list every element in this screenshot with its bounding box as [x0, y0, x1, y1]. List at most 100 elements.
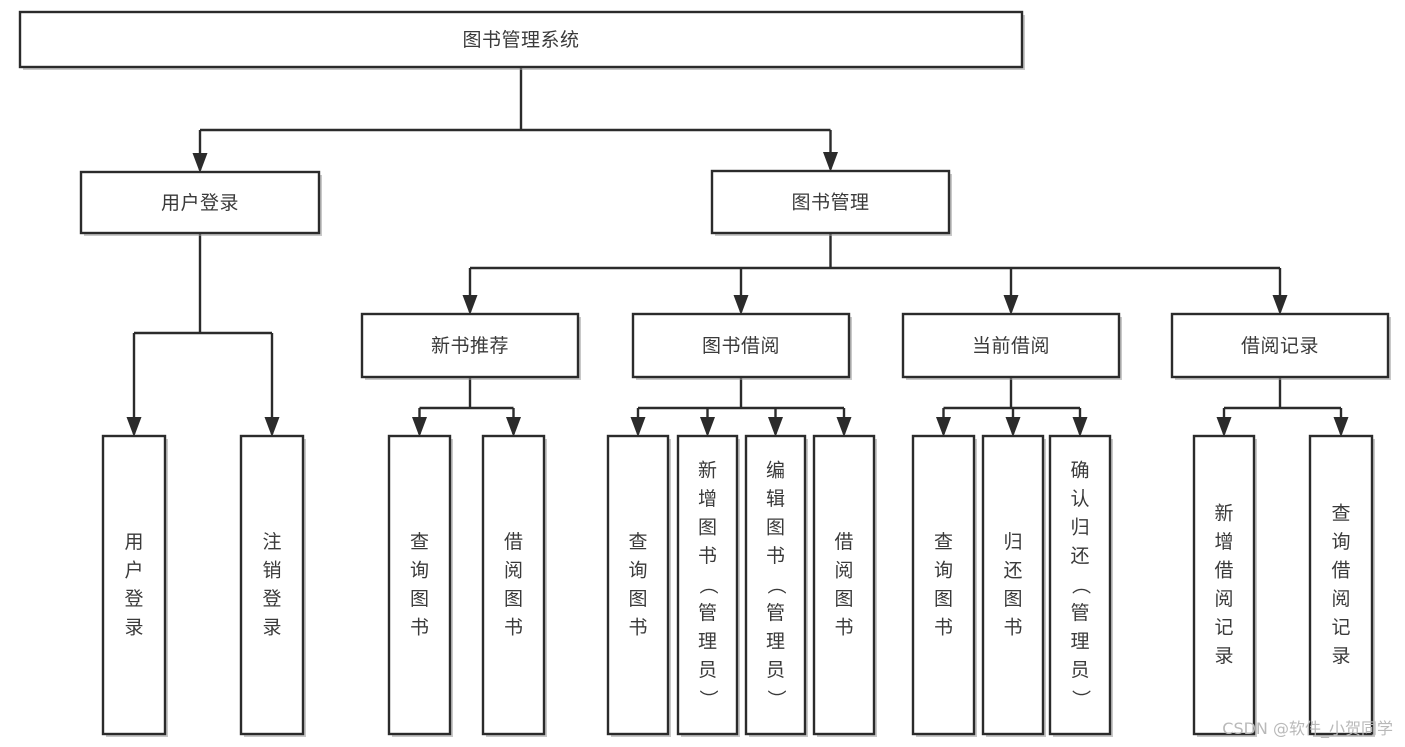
svg-text:图: 图	[698, 517, 717, 539]
connector-current-borrow-to-leaves	[936, 377, 1088, 437]
node-level1[interactable]: 用户登录	[79, 170, 322, 236]
svg-text:）: ）	[765, 689, 787, 708]
arrow-head-icon	[1003, 295, 1019, 315]
node-level2[interactable]: 图书借阅	[631, 312, 852, 380]
node-level2[interactable]: 借阅记录	[1170, 312, 1391, 380]
svg-text:图: 图	[1003, 588, 1022, 610]
arrow-head-icon	[1005, 417, 1021, 437]
svg-text:图: 图	[504, 588, 523, 610]
svg-text:理: 理	[1070, 631, 1089, 653]
node-label: 当前借阅	[972, 335, 1050, 357]
svg-text:查: 查	[934, 531, 953, 553]
node-rect[interactable]	[901, 312, 1121, 379]
arrow-head-icon	[823, 152, 838, 172]
svg-text:询: 询	[1331, 531, 1350, 553]
svg-text:阅: 阅	[834, 559, 853, 581]
svg-text:（: （	[765, 575, 787, 594]
svg-text:录: 录	[124, 616, 143, 638]
node-rect[interactable]	[101, 434, 167, 736]
svg-text:辑: 辑	[766, 488, 785, 510]
connector-book-manage-to-level2	[462, 233, 1288, 315]
svg-text:书: 书	[1003, 616, 1022, 638]
node-rect[interactable]	[710, 169, 951, 235]
svg-text:录: 录	[1331, 645, 1350, 667]
connector-new-book-rec-to-leaves	[412, 377, 521, 437]
arrow-head-icon	[264, 417, 280, 437]
node-rect[interactable]	[1308, 434, 1374, 736]
svg-text:书: 书	[766, 545, 785, 567]
node-rect[interactable]	[606, 434, 670, 736]
arrow-head-icon	[462, 295, 478, 315]
svg-text:询: 询	[934, 559, 953, 581]
node-root[interactable]: 图书管理系统	[18, 10, 1025, 70]
svg-text:借: 借	[504, 531, 523, 553]
svg-text:还: 还	[1003, 559, 1022, 581]
svg-text:查: 查	[410, 531, 429, 553]
node-rect[interactable]	[387, 434, 452, 736]
node-rect[interactable]	[360, 312, 580, 379]
node-rect[interactable]	[744, 434, 807, 736]
arrow-head-icon	[126, 417, 142, 437]
node-rect[interactable]	[631, 312, 851, 379]
svg-text:认: 认	[1070, 488, 1089, 510]
svg-text:书: 书	[628, 616, 647, 638]
svg-text:员: 员	[1070, 659, 1089, 681]
node-label: 图书管理	[791, 192, 869, 214]
node-rect[interactable]	[18, 10, 1024, 69]
node-level2[interactable]: 新书推荐	[360, 312, 581, 380]
node-rect[interactable]	[812, 434, 876, 736]
svg-text:借: 借	[1214, 559, 1233, 581]
node-leaf[interactable]: 用户登录	[101, 434, 168, 737]
svg-text:借: 借	[1331, 559, 1350, 581]
node-rect[interactable]	[676, 434, 739, 736]
node-rect[interactable]	[481, 434, 546, 736]
svg-text:管: 管	[698, 602, 717, 624]
node-rect[interactable]	[981, 434, 1045, 736]
node-rect[interactable]	[911, 434, 976, 736]
node-level1[interactable]: 图书管理	[710, 169, 952, 236]
arrow-head-icon	[1333, 417, 1349, 437]
svg-text:阅: 阅	[504, 559, 523, 581]
connector-borrow-record-to-leaves	[1216, 377, 1349, 437]
svg-text:归: 归	[1070, 517, 1089, 539]
svg-text:询: 询	[628, 559, 647, 581]
svg-text:阅: 阅	[1214, 588, 1233, 610]
svg-text:书: 书	[934, 616, 953, 638]
svg-text:（: （	[697, 575, 719, 594]
connector-layer	[126, 67, 1349, 437]
connector-root-to-level1	[192, 67, 838, 173]
node-rect[interactable]	[1170, 312, 1390, 379]
node-rect[interactable]	[1048, 434, 1112, 736]
node-rect[interactable]	[239, 434, 305, 736]
svg-text:录: 录	[262, 616, 281, 638]
node-rect[interactable]	[1192, 434, 1256, 736]
connector-book-borrow-to-leaves	[630, 377, 852, 437]
node-label: 用户登录	[161, 192, 239, 214]
svg-text:查: 查	[1331, 502, 1350, 524]
svg-text:书: 书	[834, 616, 853, 638]
node-label: 图书管理系统	[462, 29, 579, 51]
svg-text:新: 新	[1214, 502, 1233, 524]
node-rect[interactable]	[79, 170, 321, 235]
node-level2[interactable]: 当前借阅	[901, 312, 1122, 380]
svg-text:书: 书	[698, 545, 717, 567]
arrow-head-icon	[1272, 295, 1288, 315]
